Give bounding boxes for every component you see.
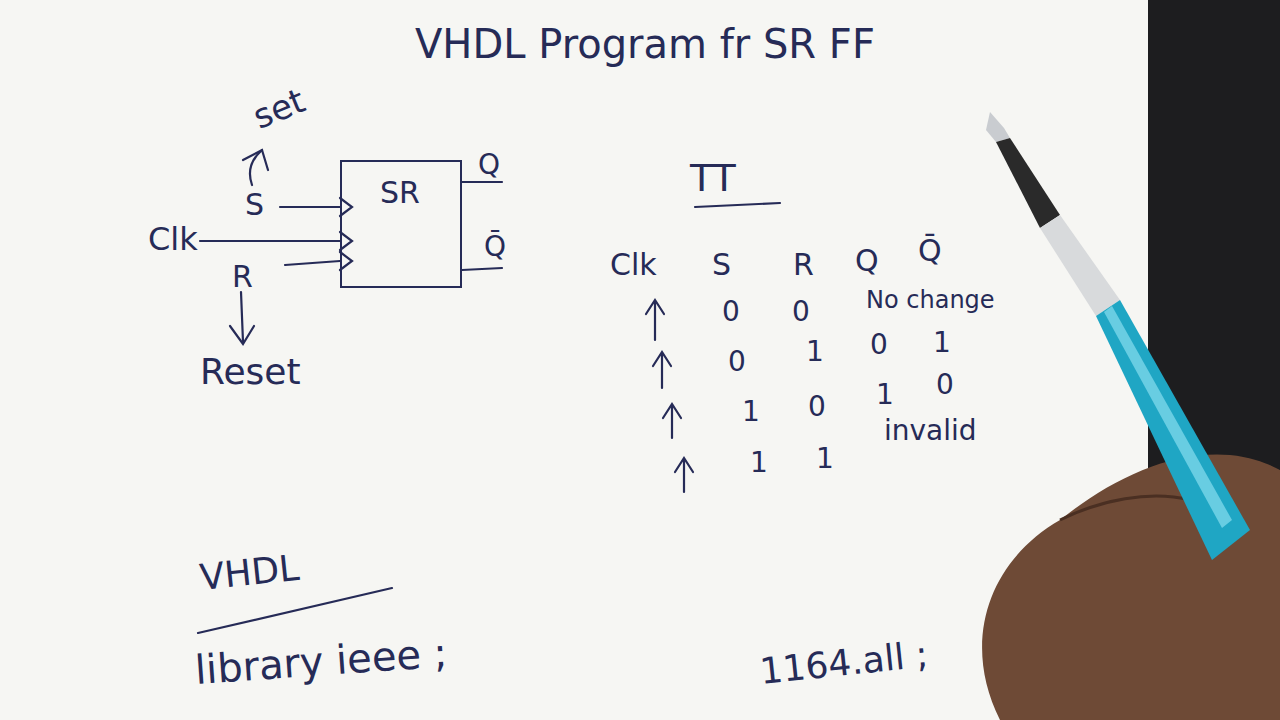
- table-header: Q: [855, 244, 879, 277]
- table-header: Clk: [610, 248, 657, 281]
- signal-name: R: [232, 260, 253, 293]
- table-cell: 0: [808, 392, 826, 423]
- flip-flop-box: SR: [340, 160, 462, 288]
- table-cell: 1: [742, 397, 760, 428]
- code-line: library ieee ;: [193, 630, 448, 692]
- table-cell: 0: [728, 347, 746, 378]
- wires: [198, 150, 780, 633]
- pen: [986, 112, 1250, 560]
- title: VHDL Program fr SR FF: [415, 22, 875, 66]
- table-header: Q̄: [918, 234, 942, 267]
- table-cell: 0: [722, 297, 740, 328]
- table-cell: 1: [816, 444, 834, 475]
- box-label: SR: [380, 176, 420, 209]
- table-cell: 0: [792, 297, 810, 328]
- code-line: 1164.all ;: [758, 634, 930, 691]
- table-cell: 1: [876, 380, 894, 411]
- signal-name: Clk: [148, 222, 198, 257]
- table-cell: 1: [750, 448, 768, 479]
- table-cell: 0: [936, 370, 954, 401]
- table-header: R: [793, 248, 814, 281]
- hand: [982, 454, 1280, 720]
- table-cell: 1: [933, 328, 951, 359]
- signal-name: S: [245, 188, 264, 221]
- output-name: Q: [478, 150, 500, 181]
- table-heading: TT: [690, 158, 736, 200]
- table-cell: 1: [806, 337, 824, 368]
- table-cell: No change: [866, 287, 995, 313]
- table-cell: invalid: [884, 416, 977, 447]
- table-header: S: [712, 248, 731, 281]
- table-cell: 0: [870, 330, 888, 361]
- signal-name: Reset: [200, 352, 301, 392]
- section-heading: VHDL: [198, 548, 301, 598]
- signal-name: set: [248, 82, 310, 136]
- output-name: Q̄: [484, 232, 506, 263]
